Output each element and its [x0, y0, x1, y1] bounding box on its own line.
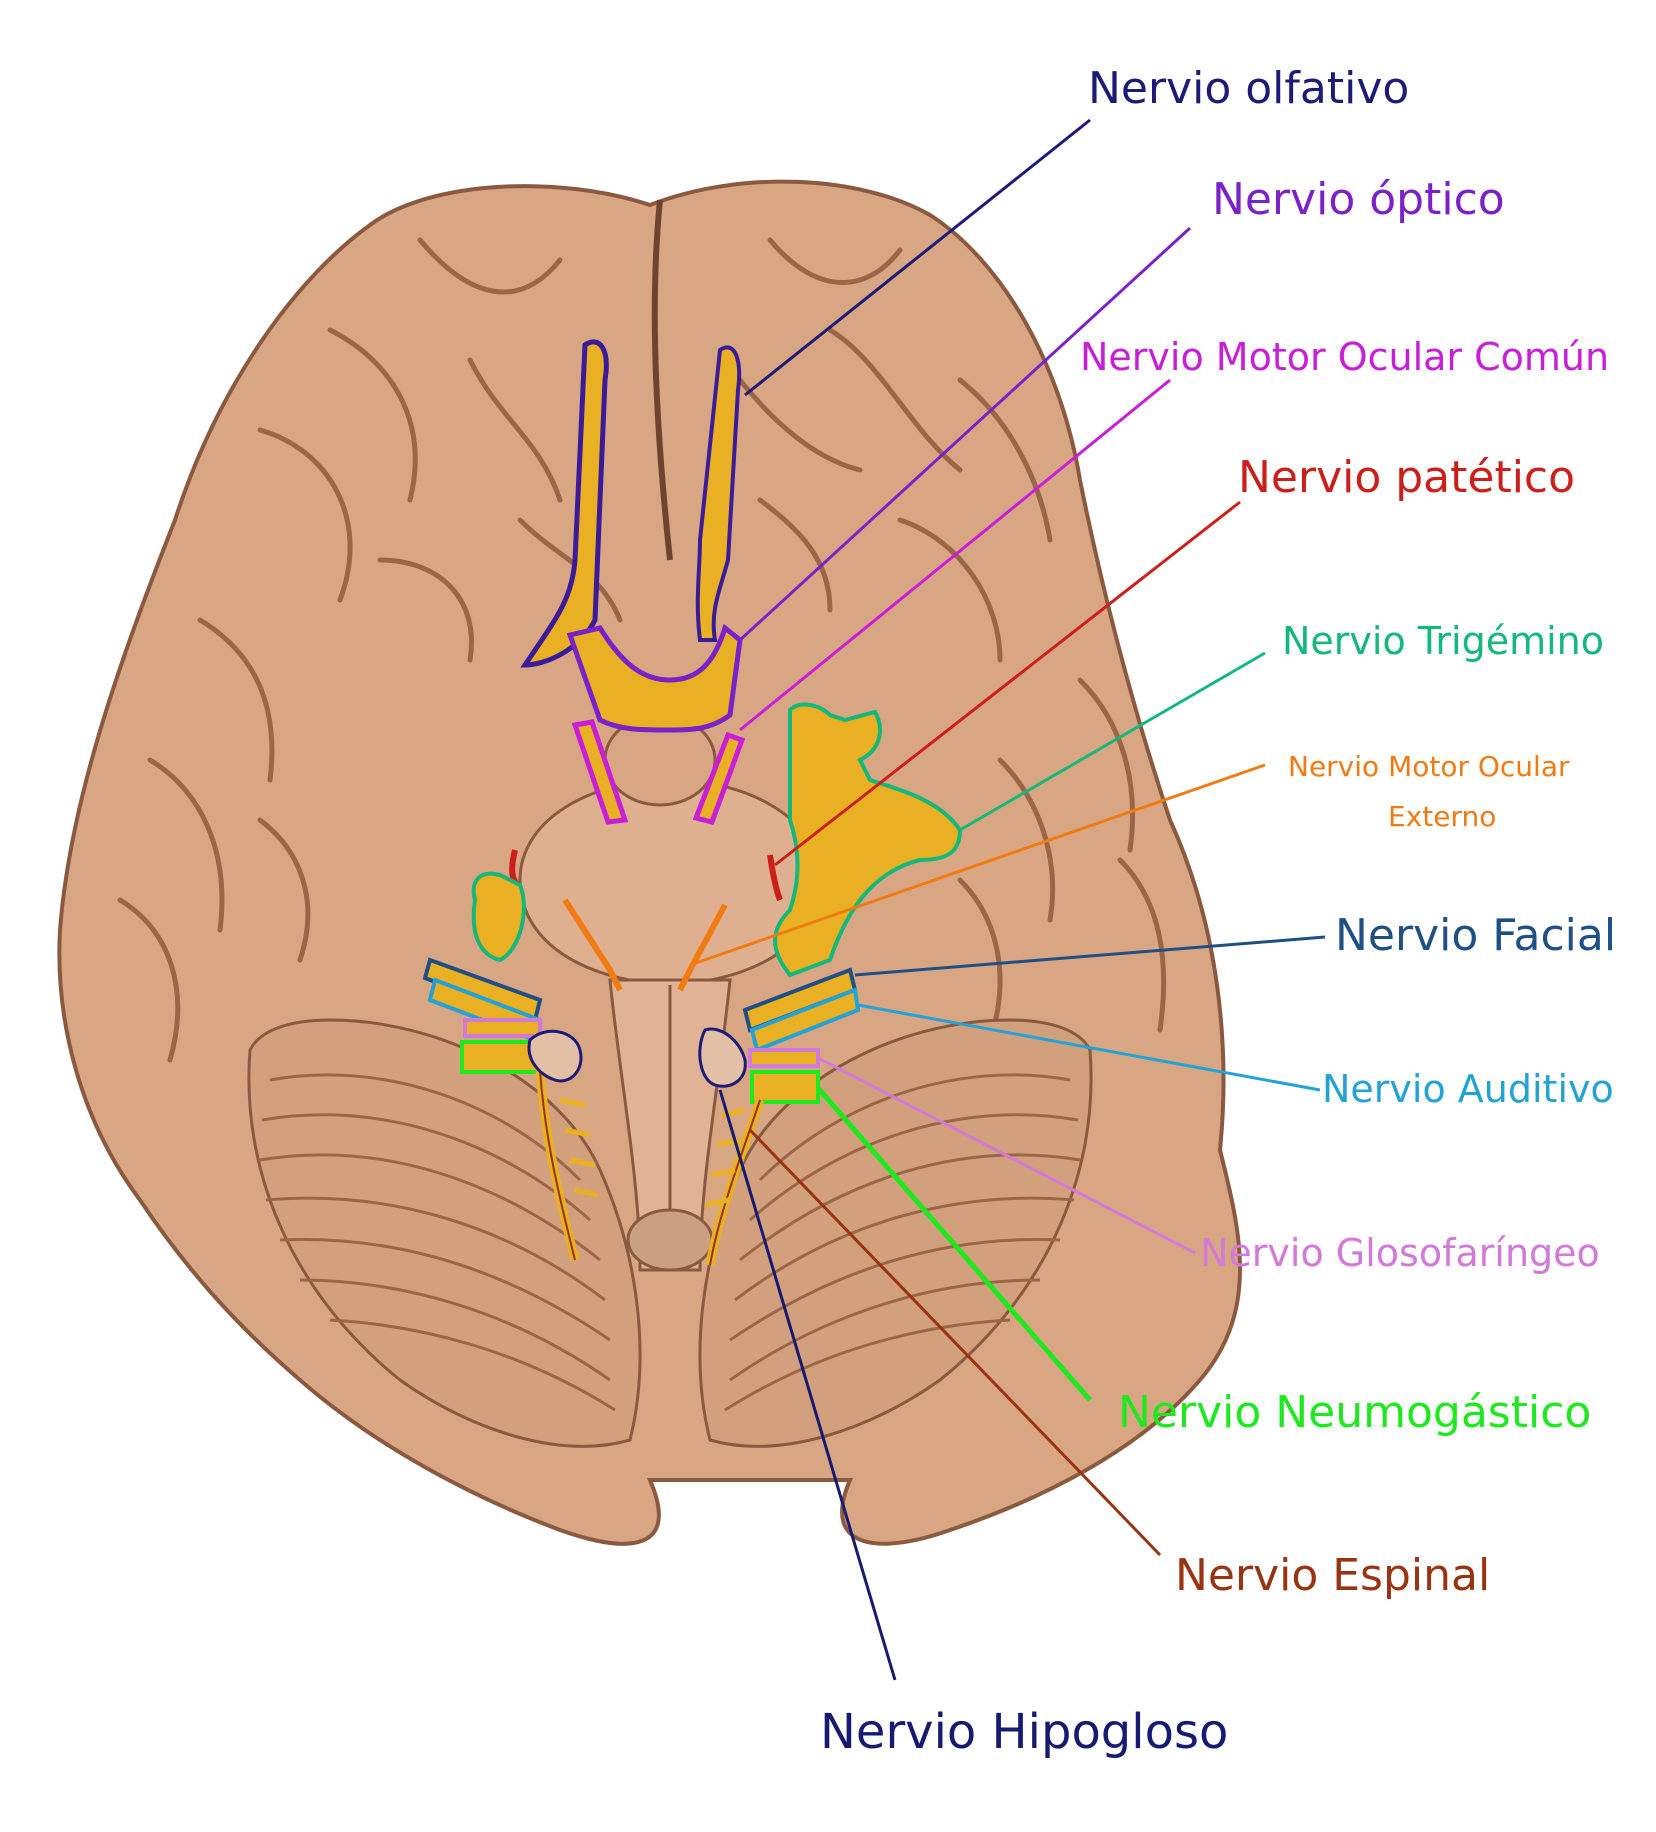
oculomotor-nerve-left	[571, 719, 629, 825]
label-trigemino: Nervio Trigémino	[1282, 619, 1604, 663]
hypoglossal-rootlets	[559, 1097, 746, 1208]
leader-patetico	[774, 500, 1241, 867]
leader-motor-comun	[739, 378, 1171, 732]
leader-auditivo	[857, 1003, 1321, 1092]
flocculus-left	[527, 1029, 583, 1083]
trigeminal-nerve-right	[773, 702, 963, 978]
labels: Nervio olfativo Nervio óptico Nervio Mot…	[820, 63, 1616, 1760]
leader-lines	[689, 118, 1326, 1681]
leader-hipogloso	[718, 1089, 897, 1681]
flocculus-right	[698, 1027, 747, 1088]
leader-motor-externo	[689, 763, 1266, 967]
label-glosofaringeo: Nervio Glosofaríngeo	[1200, 1231, 1600, 1275]
glossopharyngeal-nerve-left	[463, 1018, 542, 1038]
label-facial: Nervio Facial	[1335, 910, 1616, 961]
leader-trigemino	[959, 651, 1266, 832]
abducens-nerve-right	[677, 903, 728, 992]
brain-illustration	[57, 179, 1242, 1546]
olfactory-tract-right	[695, 345, 742, 642]
leader-facial	[854, 935, 1326, 977]
label-motor-comun: Nervio Motor Ocular Común	[1080, 335, 1609, 379]
optic-chiasm	[566, 623, 743, 733]
label-olfativo: Nervio olfativo	[1088, 63, 1409, 114]
glossopharyngeal-nerve-right	[748, 1048, 820, 1068]
leader-optico	[738, 226, 1192, 642]
trochlear-nerve-right	[767, 854, 783, 902]
label-auditivo: Nervio Auditivo	[1322, 1067, 1614, 1111]
oculomotor-nerve-right	[692, 731, 746, 825]
vagus-nerve-right	[750, 1070, 820, 1104]
vagus-nerve-left	[460, 1040, 542, 1074]
olfactory-tract-left	[520, 339, 609, 668]
gyri	[117, 237, 1167, 1063]
abducens-nerve-left	[562, 898, 623, 992]
leader-glosofaringeo	[817, 1056, 1196, 1255]
leader-espinal	[748, 1128, 1162, 1557]
spinal-cord-section	[626, 1208, 714, 1272]
trigeminal-nerve-left	[471, 871, 526, 963]
label-optico: Nervio óptico	[1212, 174, 1505, 225]
longitudinal-fissure	[651, 199, 673, 561]
leader-olfativo	[744, 118, 1091, 397]
nerves	[422, 339, 963, 1266]
leader-neumogastico	[816, 1086, 1092, 1402]
label-patetico: Nervio patético	[1238, 452, 1575, 503]
label-neumogastico: Nervio Neumogástico	[1118, 1387, 1591, 1438]
label-motor-externo-line2: Externo	[1388, 800, 1496, 833]
label-espinal: Nervio Espinal	[1175, 1550, 1490, 1601]
label-hipogloso: Nervio Hipogloso	[820, 1704, 1228, 1760]
label-motor-externo-line1: Nervio Motor Ocular	[1288, 750, 1570, 783]
